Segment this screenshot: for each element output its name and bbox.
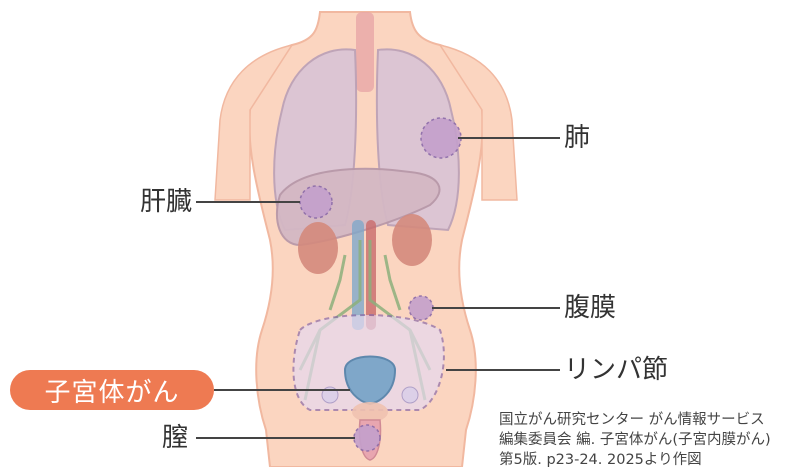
left-kidney <box>298 222 338 274</box>
primary-site-badge: 子宮体がん <box>10 370 214 410</box>
lung-metastasis <box>421 118 461 158</box>
vagina-metastasis <box>354 425 380 451</box>
source-line-1: 国立がん研究センター がん情報サービス <box>499 410 786 430</box>
ovary-right <box>402 387 418 403</box>
liver-label: 肝臓 <box>140 189 192 215</box>
source-line-3: 第5版. p23-24. 2025より作図 <box>499 450 786 467</box>
bladder <box>352 402 388 422</box>
aorta <box>352 220 364 330</box>
peritoneum-metastasis <box>409 296 433 320</box>
source-line-2: 編集委員会 編. 子宮体がん(子宮内膜がん) <box>499 430 786 450</box>
source-citation: 国立がん研究センター がん情報サービス 編集委員会 編. 子宮体がん(子宮内膜が… <box>499 410 786 467</box>
right-kidney <box>392 214 432 266</box>
liver-metastasis <box>300 186 332 218</box>
lung-label: 肺 <box>564 125 590 151</box>
lymph-node-label: リンパ節 <box>564 357 668 383</box>
vagina-label: 膣 <box>162 425 188 451</box>
peritoneum-label: 腹膜 <box>564 295 616 321</box>
trachea <box>356 12 374 92</box>
